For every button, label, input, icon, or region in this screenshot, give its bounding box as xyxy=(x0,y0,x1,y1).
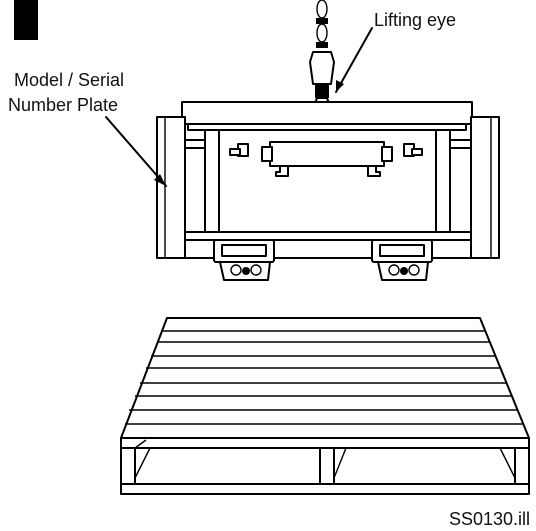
wooden-pallet xyxy=(120,317,530,495)
lifting-chain xyxy=(309,0,335,107)
section-marker xyxy=(14,0,38,40)
callout-leaders xyxy=(105,27,373,187)
plate-leader xyxy=(105,116,167,187)
lifting-eye-label: Lifting eye xyxy=(374,10,456,30)
figure-code: SS0130.ill xyxy=(449,509,530,529)
attachment-frame xyxy=(156,101,500,281)
plate-label-line2: Number Plate xyxy=(8,95,118,115)
plate-label-line1: Model / Serial xyxy=(14,70,124,90)
lifting-eye-leader xyxy=(335,27,373,93)
